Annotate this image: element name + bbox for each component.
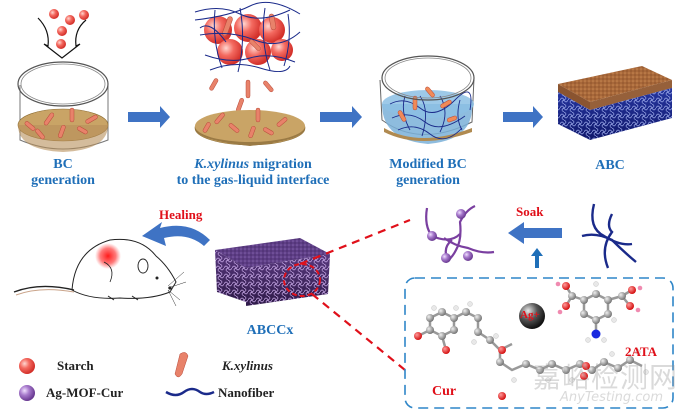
mouse-illustration bbox=[13, 238, 187, 307]
molecule-detail-box bbox=[404, 277, 674, 409]
nanofiber-icon bbox=[165, 387, 215, 397]
starch-sphere-icon bbox=[19, 358, 35, 374]
healing-arrow-icon bbox=[142, 222, 210, 246]
zoom-line-lower bbox=[311, 293, 406, 371]
process-arrow-icon bbox=[503, 106, 543, 128]
cur-label: Cur bbox=[432, 384, 457, 399]
agmof-sphere-icon bbox=[19, 385, 35, 401]
bc-generation-dish bbox=[17, 9, 109, 152]
caption-migration: K.xylinus migration to the gas-liquid in… bbox=[176, 157, 330, 188]
caption-modified-bc: Modified BC generation bbox=[389, 157, 467, 188]
funnel-arrow-icon bbox=[37, 17, 87, 59]
modified-bc-dish bbox=[379, 55, 475, 144]
curcumin-molecule bbox=[414, 301, 649, 400]
legend-agmof: Ag-MOF-Cur bbox=[46, 385, 124, 400]
legend-nanofiber: Nanofiber bbox=[218, 385, 275, 400]
process-arrow-icon bbox=[128, 106, 170, 128]
soak-label: Soak bbox=[516, 204, 544, 219]
kxylinus-rod-icon bbox=[174, 352, 189, 378]
2ata-label: 2ATA bbox=[625, 344, 658, 359]
legend-kxylinus: K.xylinus bbox=[222, 358, 273, 373]
process-arrow-icon bbox=[320, 106, 362, 128]
abccx-label: ABCCx bbox=[246, 323, 294, 338]
up-arrow-icon bbox=[531, 248, 543, 268]
caption-abc: ABC bbox=[595, 158, 625, 173]
soak-arrow-icon bbox=[508, 222, 562, 244]
watermark-en: AnyTesting.com bbox=[560, 390, 664, 405]
watermark-cn: 嘉峪检测网 bbox=[533, 361, 679, 394]
zoom-region-marker bbox=[283, 263, 321, 297]
abccx-sponge bbox=[215, 238, 330, 306]
nanofiber-bundle-icon bbox=[581, 203, 637, 269]
healing-label: Healing bbox=[159, 207, 203, 222]
caption-bc-generation: BC generation bbox=[31, 157, 95, 188]
migration-illustration bbox=[194, 1, 306, 146]
zoom-line-upper bbox=[299, 218, 411, 266]
legend-starch: Starch bbox=[57, 358, 94, 373]
ag-ion-label: Ag+ bbox=[520, 309, 540, 321]
abc-sponge bbox=[558, 66, 672, 140]
2ata-molecule bbox=[555, 281, 643, 343]
